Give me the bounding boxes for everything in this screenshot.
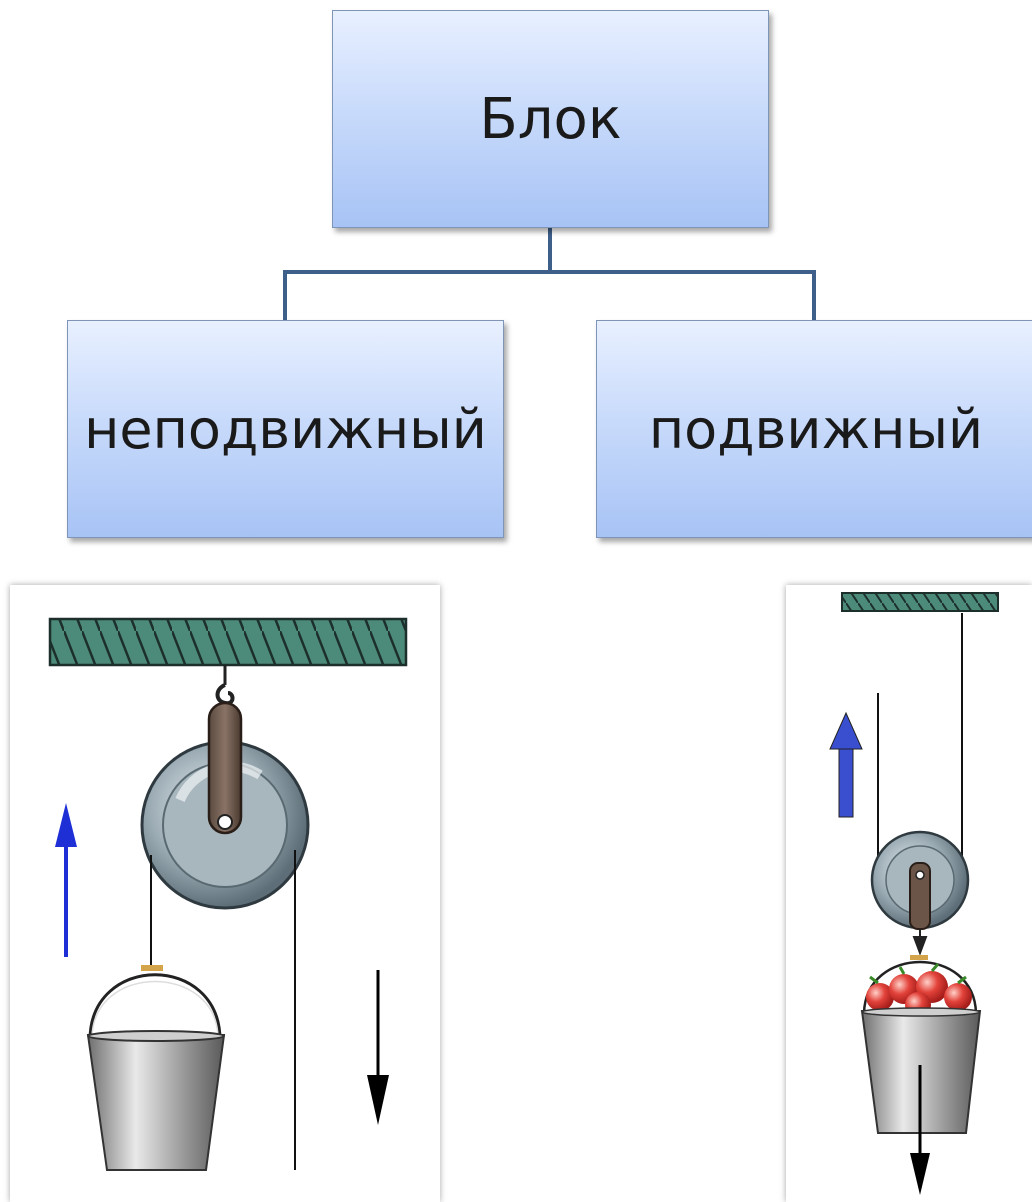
up-arrow-icon xyxy=(829,711,863,818)
rope xyxy=(877,613,963,875)
root-node-block: Блок xyxy=(332,10,769,228)
child-node-movable: подвижный xyxy=(596,320,1032,538)
rope xyxy=(150,850,296,1170)
ceiling-icon xyxy=(841,592,999,612)
apple-bucket-icon xyxy=(860,955,982,1134)
child-node-fixed-label: неподвижный xyxy=(84,397,487,461)
pulley-icon xyxy=(140,701,310,910)
hook-icon xyxy=(215,665,235,706)
root-node-label: Блок xyxy=(479,86,622,152)
child-node-movable-label: подвижный xyxy=(648,397,984,461)
up-arrow-icon xyxy=(55,803,77,957)
down-arrow-icon xyxy=(910,1065,930,1195)
movable-pulley-illustration xyxy=(786,585,1032,1202)
down-arrow-icon xyxy=(367,970,389,1125)
tree-connector xyxy=(283,228,816,320)
bucket-icon xyxy=(86,965,226,1171)
pulley-icon xyxy=(870,830,970,956)
fixed-pulley-illustration xyxy=(10,585,440,1202)
child-node-fixed: неподвижный xyxy=(67,320,504,538)
ceiling-icon xyxy=(48,617,408,667)
